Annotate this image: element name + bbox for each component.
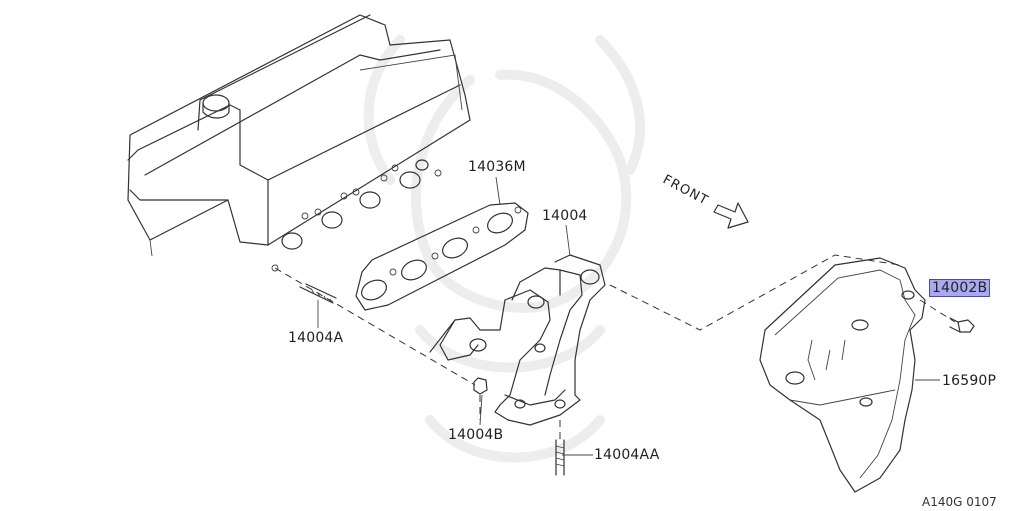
heat-shield	[759, 257, 926, 493]
engine-valve-cover	[127, 14, 471, 257]
leader-lines	[317, 176, 940, 456]
assembly-lines	[274, 254, 956, 440]
part-number-14004[interactable]: 14004	[542, 208, 588, 224]
part-number-14002b-highlighted[interactable]: 14002B	[929, 279, 991, 297]
fasteners	[299, 283, 975, 476]
part-number-14004aa[interactable]: 14004AA	[594, 447, 660, 463]
manifold-gasket	[355, 202, 529, 311]
part-number-16590p[interactable]: 16590P	[942, 373, 997, 389]
front-arrow-icon	[713, 202, 749, 229]
part-number-14004a[interactable]: 14004A	[288, 330, 344, 346]
front-direction-indicator: FRONT	[660, 172, 749, 229]
cylinder-head-ports	[271, 159, 442, 272]
diagram-reference-code: A140G 0107	[922, 495, 997, 509]
exhaust-manifold	[429, 254, 606, 426]
part-number-14036m[interactable]: 14036M	[468, 159, 526, 175]
part-number-14004b[interactable]: 14004B	[448, 427, 504, 443]
front-label: FRONT	[660, 172, 711, 208]
watermark-emblem	[363, 35, 645, 463]
